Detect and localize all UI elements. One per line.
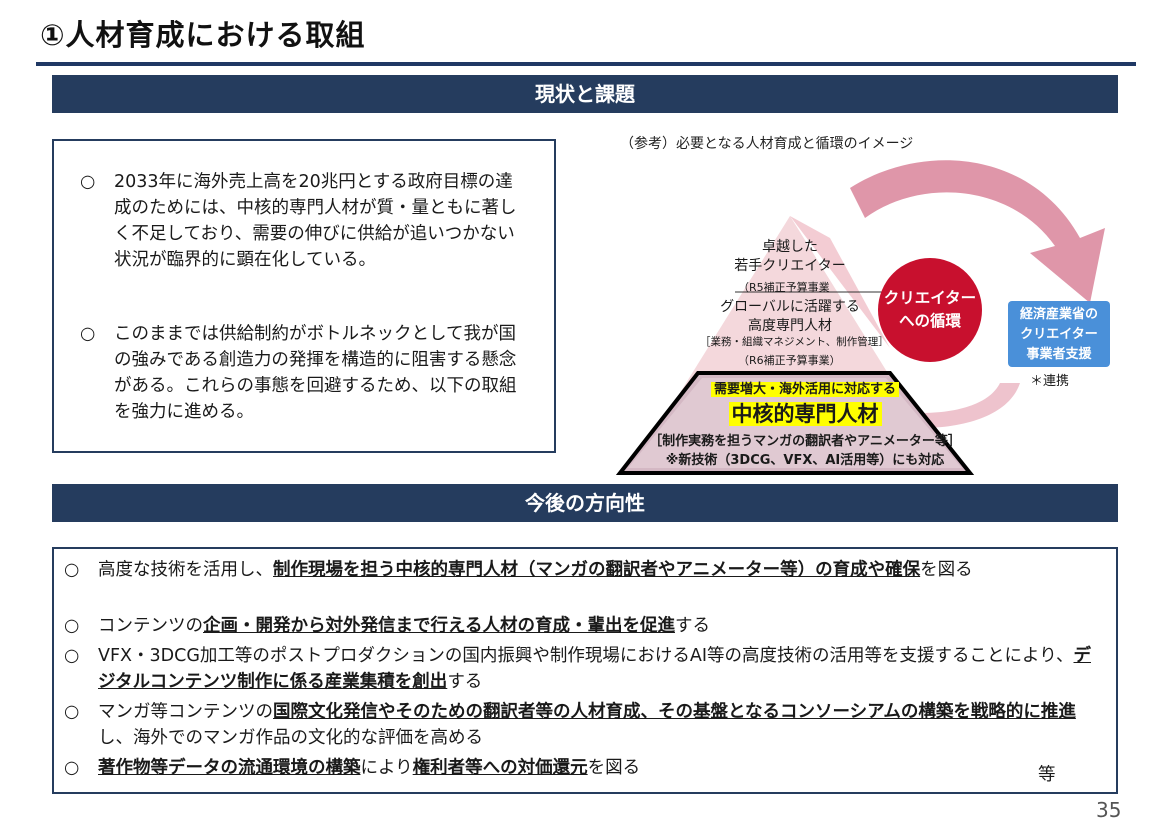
core-talent-heading-text: 需要増大・海外活用に対応する [710, 382, 899, 397]
meti-support-box: 経済産業省の クリエイター 事業者支援 [1008, 301, 1110, 367]
bullet-marker: ○ [80, 324, 96, 344]
meti-label: 事業者支援 [1026, 347, 1092, 362]
direction-item: ○ 著作物等データの流通環境の構築により権利者等への対価還元を図る [64, 755, 1108, 781]
section-header-current: 現状と課題 [52, 75, 1118, 113]
direction-item: ○ VFX・3DCG加工等のポストプロダクションの国内振興や制作現場におけるAI… [64, 643, 1108, 695]
direction-text: する [674, 616, 710, 636]
bullet-marker: ○ [64, 560, 80, 580]
core-talent-heading: 需要増大・海外活用に対応する [690, 378, 920, 397]
core-talent-tech: ※新技術（3DCG、VFX、AI活用等）にも対応 [665, 453, 945, 468]
core-talent-title-text: 中核的専門人材 [728, 402, 882, 426]
section-header-future: 今後の方向性 [52, 484, 1118, 522]
status-item: ○ 2033年に海外売上高を20兆円とする政府目標の達成のためには、中核的専門人… [80, 169, 530, 273]
core-talent-title: 中核的専門人材 [700, 398, 910, 428]
bullet-marker: ○ [64, 616, 80, 636]
bullet-marker: ○ [64, 646, 80, 666]
circle-label: への循環 [898, 312, 961, 330]
direction-item: ○ 高度な技術を活用し、制作現場を担う中核的専門人材（マンガの翻訳者やアニメータ… [64, 557, 1108, 583]
peak-label: 卓越した [762, 239, 818, 255]
direction-text: により [360, 758, 413, 778]
direction-text: を図る [920, 560, 973, 580]
global-talent-label: グローバルに活躍する [720, 299, 860, 315]
r5-budget-note: （R5補正予算事業 [738, 281, 830, 294]
circle-label: クリエイター [883, 289, 977, 307]
direction-text: 高度な技術を活用し、 [98, 560, 273, 580]
direction-emphasis: デジタルコンテンツ制作に係る産業集積を創出 [98, 646, 1091, 692]
direction-text: コンテンツの [98, 616, 203, 636]
meti-label: クリエイター [1020, 327, 1098, 342]
status-item: ○ このままでは供給制約がボトルネックとして我が国の強みである創造力の発揮を構造… [80, 321, 530, 425]
page-title: ①人材育成における取組 [40, 18, 366, 52]
global-talent-label: 高度専門人材 [748, 318, 832, 334]
core-talent-desc: ［制作実務を担うマンガの翻訳者やアニメーター等］ [649, 434, 961, 449]
direction-item: ○ コンテンツの企画・開発から対外発信まで行える人材の育成・輩出を促進する [64, 613, 1108, 639]
bullet-marker: ○ [64, 758, 80, 778]
etc-label: 等 [1038, 765, 1056, 785]
status-box: ○ 2033年に海外売上高を20兆円とする政府目標の達成のためには、中核的専門人… [52, 139, 556, 453]
direction-emphasis: 国際文化発信やそのための翻訳者等の人材育成、その基盤となるコンソーシアムの構築を… [273, 702, 1076, 722]
talent-cycle-diagram: （参考）必要となる人材育成と循環のイメージ 卓越した 若手クリエイター （R5補… [590, 128, 1130, 478]
creator-cycle-circle [878, 258, 982, 362]
cycle-arrow-top [850, 160, 1105, 303]
status-text: このままでは供給制約がボトルネックとして我が国の強みである創造力の発揮を構造的に… [114, 324, 517, 422]
pyramid-tip [790, 216, 890, 348]
status-text: 2033年に海外売上高を20兆円とする政府目標の達成のためには、中核的専門人材が… [114, 172, 517, 270]
direction-emphasis: 制作現場を担う中核的専門人材（マンガの翻訳者やアニメーター等）の育成や確保 [273, 560, 921, 580]
peak-label: 若手クリエイター [734, 258, 846, 274]
r6-budget-note: （R6補正予算事業） [738, 354, 841, 367]
direction-text: VFX・3DCG加工等のポストプロダクションの国内振興や制作現場におけるAI等の… [98, 646, 1074, 666]
direction-item: ○ マンガ等コンテンツの国際文化発信やそのための翻訳者等の人材育成、その基盤とな… [64, 699, 1108, 751]
meti-label: 経済産業省の [1019, 307, 1098, 322]
direction-emphasis: 著作物等データの流通環境の構築 [98, 758, 361, 778]
page-number: 35 [1096, 798, 1122, 822]
direction-text: する [447, 672, 483, 692]
link-note: ＊連携 [1030, 374, 1070, 389]
direction-text: を図る [587, 758, 641, 778]
bullet-marker: ○ [64, 702, 80, 722]
direction-text: マンガ等コンテンツの [98, 702, 273, 722]
global-talent-sub: ［業務・組織マネジメント、制作管理］ [700, 336, 889, 348]
bullet-marker: ○ [80, 172, 96, 192]
direction-emphasis: 権利者等への対価還元 [412, 758, 588, 778]
direction-text: し、海外でのマンガ作品の文化的な評価を高める [98, 728, 483, 748]
cycle-arrow-bottom [920, 383, 1020, 428]
diagram-caption: （参考）必要となる人材育成と循環のイメージ [620, 136, 914, 152]
title-rule [36, 62, 1136, 66]
directions-box: ○ 高度な技術を活用し、制作現場を担う中核的専門人材（マンガの翻訳者やアニメータ… [52, 547, 1118, 794]
direction-emphasis: 企画・開発から対外発信まで行える人材の育成・輩出を促進 [203, 616, 675, 636]
